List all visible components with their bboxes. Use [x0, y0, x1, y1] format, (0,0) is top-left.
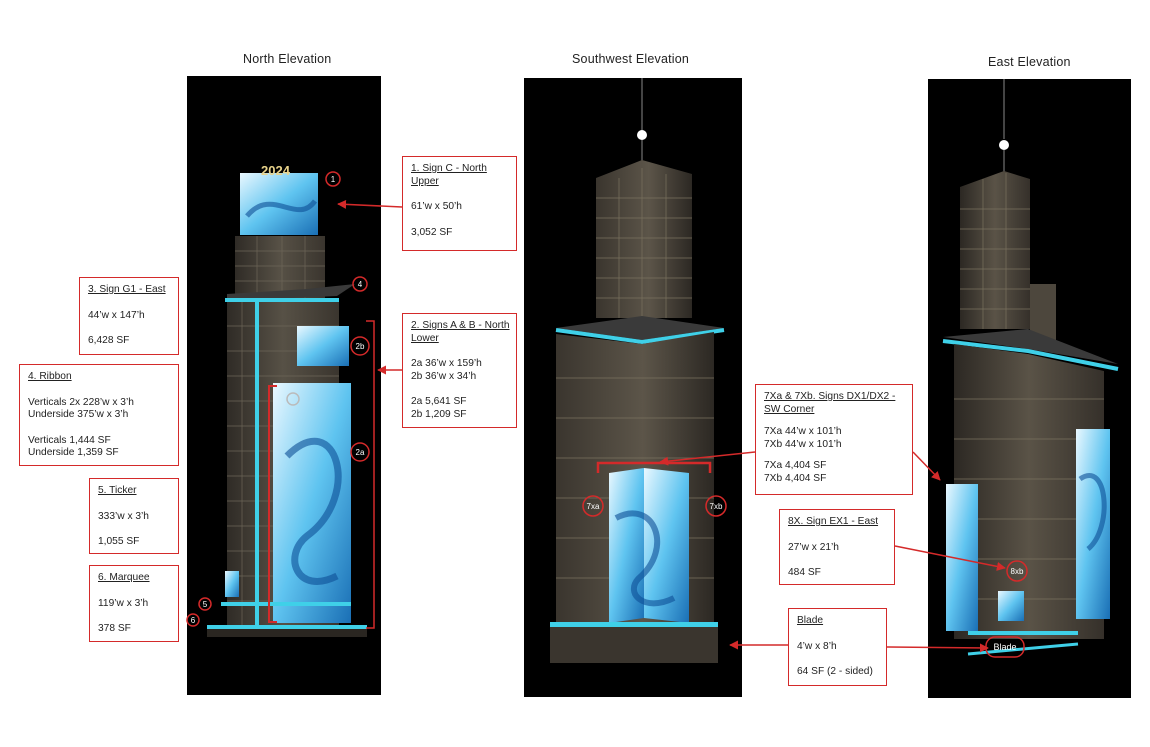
sign-g1-heading: 3. Sign G1 - East: [88, 284, 166, 295]
sign-ex1-callout: 8X. Sign EX1 - East 27’w x 21’h 484 SF: [779, 509, 895, 585]
signs-dx-line2: 7Xb 44’w x 101’h: [764, 438, 842, 450]
signs-dx-callout: 7Xa & 7Xb. Signs DX1/DX2 - SW Corner 7Xa…: [755, 384, 913, 495]
billboard-year: 2024: [261, 163, 291, 178]
sign-g1-area: 6,428 SF: [88, 335, 130, 346]
sign-c-callout: 1. Sign C - North Upper 61’w x 50’h 3,05…: [402, 156, 517, 251]
signs-dx-heading: 7Xa & 7Xb. Signs DX1/DX2 - SW Corner: [764, 391, 896, 415]
sign-c-dims: 61’w x 50’h: [411, 201, 462, 212]
signs-dx-line4: 7Xb 4,404 SF: [764, 472, 827, 484]
marquee-dims: 119’w x 3’h: [98, 597, 149, 609]
signs-ab-line3: 2a 5,641 SF: [411, 396, 467, 407]
blade-dims: 4’w x 8’h: [797, 640, 837, 652]
ticker-dims: 333’w x 3’h: [98, 510, 149, 522]
marquee-callout: 6. Marquee 119’w x 3’h 378 SF: [89, 565, 179, 642]
sign-c-heading: 1. Sign C - North Upper: [411, 163, 487, 187]
east-elevation-title: East Elevation: [988, 55, 1071, 69]
sign-ex1-area: 484 SF: [788, 567, 821, 578]
blade-area: 64 SF (2 - sided): [797, 666, 873, 677]
southwest-elevation-render: [524, 78, 742, 697]
sign-g1-callout: 3. Sign G1 - East 44’w x 147’h 6,428 SF: [79, 277, 179, 355]
sign-ex1-heading: 8X. Sign EX1 - East: [788, 516, 879, 527]
ticker-area: 1,055 SF: [98, 536, 140, 547]
signs-dx-line3: 7Xa 4,404 SF: [764, 460, 827, 471]
ribbon-line1: Verticals 2x 228’w x 3’h: [28, 396, 134, 408]
ticker-heading: 5. Ticker: [98, 485, 137, 496]
marquee-area: 378 SF: [98, 623, 131, 634]
sign-c-area: 3,052 SF: [411, 226, 453, 238]
ribbon-line4: Underside 1,359 SF: [28, 447, 119, 458]
signs-ab-callout: 2. Signs A & B - North Lower 2a 36’w x 1…: [402, 313, 517, 428]
signs-ab-line4: 2b 1,209 SF: [411, 408, 467, 420]
marquee-heading: 6. Marquee: [98, 572, 150, 583]
blade-heading: Blade: [797, 615, 824, 626]
southwest-elevation-title: Southwest Elevation: [572, 52, 690, 66]
signs-ab-line2: 2b 36’w x 34’h: [411, 370, 477, 382]
ribbon-line2: Underside 375’w x 3’h: [28, 409, 129, 420]
ticker-callout: 5. Ticker 333’w x 3’h 1,055 SF: [89, 478, 179, 554]
north-elevation-render: 2024: [187, 76, 381, 695]
blade-callout: Blade 4’w x 8’h 64 SF (2 - sided): [788, 608, 887, 686]
signs-dx-line1: 7Xa 44’w x 101’h: [764, 426, 842, 437]
east-elevation-render: [928, 79, 1131, 698]
sign-ex1-dims: 27’w x 21’h: [788, 541, 839, 553]
sign-g1-dims: 44’w x 147’h: [88, 309, 145, 321]
ribbon-heading: 4. Ribbon: [28, 371, 72, 382]
signs-ab-line1: 2a 36’w x 159’h: [411, 358, 482, 369]
north-elevation-title: North Elevation: [243, 52, 332, 66]
ribbon-callout: 4. Ribbon Verticals 2x 228’w x 3’h Under…: [19, 364, 179, 466]
ribbon-line3: Verticals 1,444 SF: [28, 434, 111, 446]
signs-ab-heading: 2. Signs A & B - North Lower: [411, 320, 510, 344]
